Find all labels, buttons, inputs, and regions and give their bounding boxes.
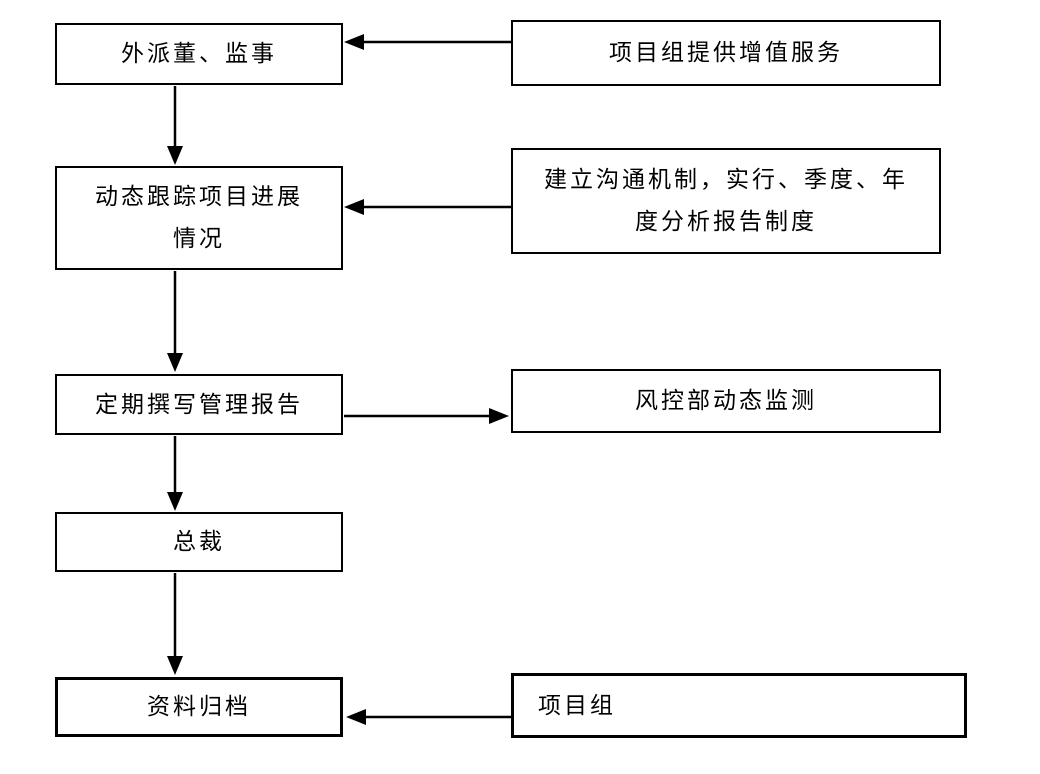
node-president: 总裁 bbox=[55, 512, 343, 572]
arrow-projectteam-to-archive bbox=[346, 709, 511, 725]
node-label: 风控部动态监测 bbox=[635, 388, 817, 413]
node-label: 总裁 bbox=[173, 529, 225, 554]
node-label: 外派董、监事 bbox=[121, 41, 277, 66]
node-label: 度分析报告制度 bbox=[635, 209, 817, 234]
arrow-reports-to-president bbox=[167, 436, 183, 511]
node-label: 情况 bbox=[173, 226, 225, 251]
node-label: 项目组提供增值服务 bbox=[609, 40, 843, 65]
node-communication-mechanism: 建立沟通机制，实行、季度、年 度分析报告制度 bbox=[511, 148, 941, 254]
node-project-team: 项目组 bbox=[511, 673, 967, 738]
arrow-president-to-archive bbox=[167, 573, 183, 675]
arrow-track-to-reports bbox=[167, 271, 183, 372]
node-label: 建立沟通机制，实行、季度、年 bbox=[544, 167, 908, 192]
node-management-reports: 定期撰写管理报告 bbox=[55, 374, 343, 435]
node-label: 项目组 bbox=[538, 692, 616, 718]
node-label: 动态跟踪项目进展 bbox=[95, 184, 303, 209]
arrow-reports-to-riskcontrol bbox=[344, 408, 509, 424]
node-track-progress: 动态跟踪项目进展 情况 bbox=[55, 166, 343, 270]
node-dispatch-directors: 外派董、监事 bbox=[55, 23, 343, 85]
node-risk-control-monitoring: 风控部动态监测 bbox=[511, 369, 941, 433]
node-label: 资料归档 bbox=[147, 694, 251, 719]
node-label: 定期撰写管理报告 bbox=[95, 391, 303, 417]
arrow-dispatch-to-track bbox=[167, 86, 183, 165]
arrow-value-service-to-dispatch bbox=[344, 34, 511, 50]
arrow-communication-to-track bbox=[344, 199, 511, 215]
node-archive: 资料归档 bbox=[55, 677, 343, 737]
node-project-team-value-service: 项目组提供增值服务 bbox=[511, 20, 941, 86]
